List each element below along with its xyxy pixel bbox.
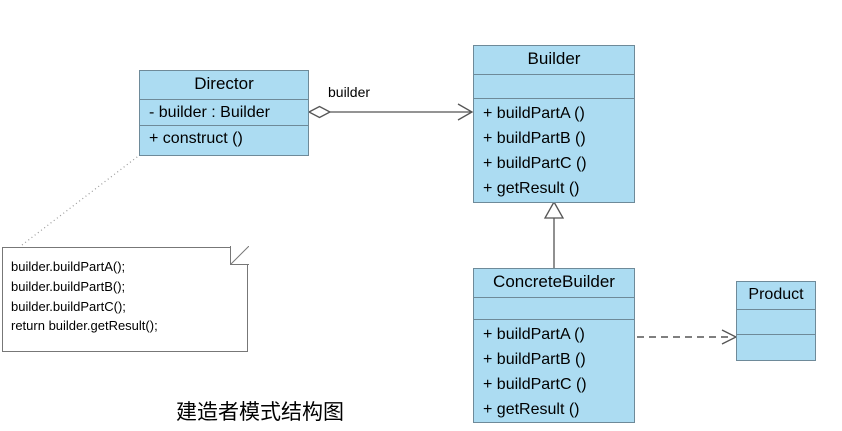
class-box-concretebuilder[interactable]: ConcreteBuilder + buildPartA () + buildP… <box>473 268 635 423</box>
operation-row: + getResult () <box>483 180 580 198</box>
open-arrowhead-icon <box>721 329 738 345</box>
generalization-triangle-icon <box>543 200 565 219</box>
operation-row: + getResult () <box>483 401 580 419</box>
class-box-director[interactable]: Director - builder : Builder + construct… <box>139 70 309 156</box>
note-code-text: builder.buildPartA(); builder.buildPartB… <box>11 259 158 334</box>
aggregation-diamond-icon <box>307 105 332 119</box>
attribute-row: - builder : Builder <box>149 103 270 121</box>
note-body <box>2 247 248 352</box>
class-name-builder: Builder <box>527 49 581 68</box>
edge-label-builder: builder <box>328 84 371 100</box>
operation-row: + buildPartA () <box>483 104 585 122</box>
class-name-compartment: ConcreteBuilder <box>474 269 634 297</box>
class-name-compartment: Product <box>737 282 815 309</box>
operation-row: + buildPartC () <box>483 375 587 393</box>
class-name-concretebuilder: ConcreteBuilder <box>493 272 615 291</box>
note-box-director-construct[interactable]: builder.buildPartA(); builder.buildPartB… <box>2 246 249 352</box>
connector-dependency-concretebuilder-product <box>637 329 738 345</box>
attributes-compartment-empty <box>737 308 815 334</box>
class-box-builder[interactable]: Builder + buildPartA () + buildPartB () … <box>473 45 635 203</box>
connector-generalization-concretebuilder-builder <box>543 200 565 268</box>
operation-row: + buildPartB () <box>483 350 586 368</box>
attributes-compartment-empty <box>474 296 634 319</box>
class-name-compartment: Director <box>140 71 308 99</box>
operation-row: + buildPartB () <box>483 129 586 147</box>
open-arrowhead-icon <box>457 103 474 121</box>
connector-note-anchor-director <box>21 153 142 246</box>
operation-row: + buildPartA () <box>483 325 585 343</box>
operations-compartment: + buildPartA () + buildPartB () + buildP… <box>474 318 634 423</box>
operations-compartment: + construct () <box>140 124 308 151</box>
class-name-product: Product <box>748 286 804 303</box>
attributes-compartment: - builder : Builder <box>140 98 308 125</box>
operation-row: + buildPartC () <box>483 154 587 172</box>
class-name-director: Director <box>194 74 254 93</box>
diagram-caption: 建造者模式结构图 <box>176 401 344 424</box>
attributes-compartment-empty <box>474 73 634 98</box>
connector-aggregation-director-builder <box>307 103 474 121</box>
class-box-product[interactable]: Product <box>736 281 816 361</box>
operations-compartment-empty <box>737 333 815 360</box>
note-fold-diagonal-icon <box>230 246 249 265</box>
operation-row: + construct () <box>149 129 243 147</box>
class-name-compartment: Builder <box>474 46 634 74</box>
operations-compartment: + buildPartA () + buildPartB () + buildP… <box>474 97 634 202</box>
